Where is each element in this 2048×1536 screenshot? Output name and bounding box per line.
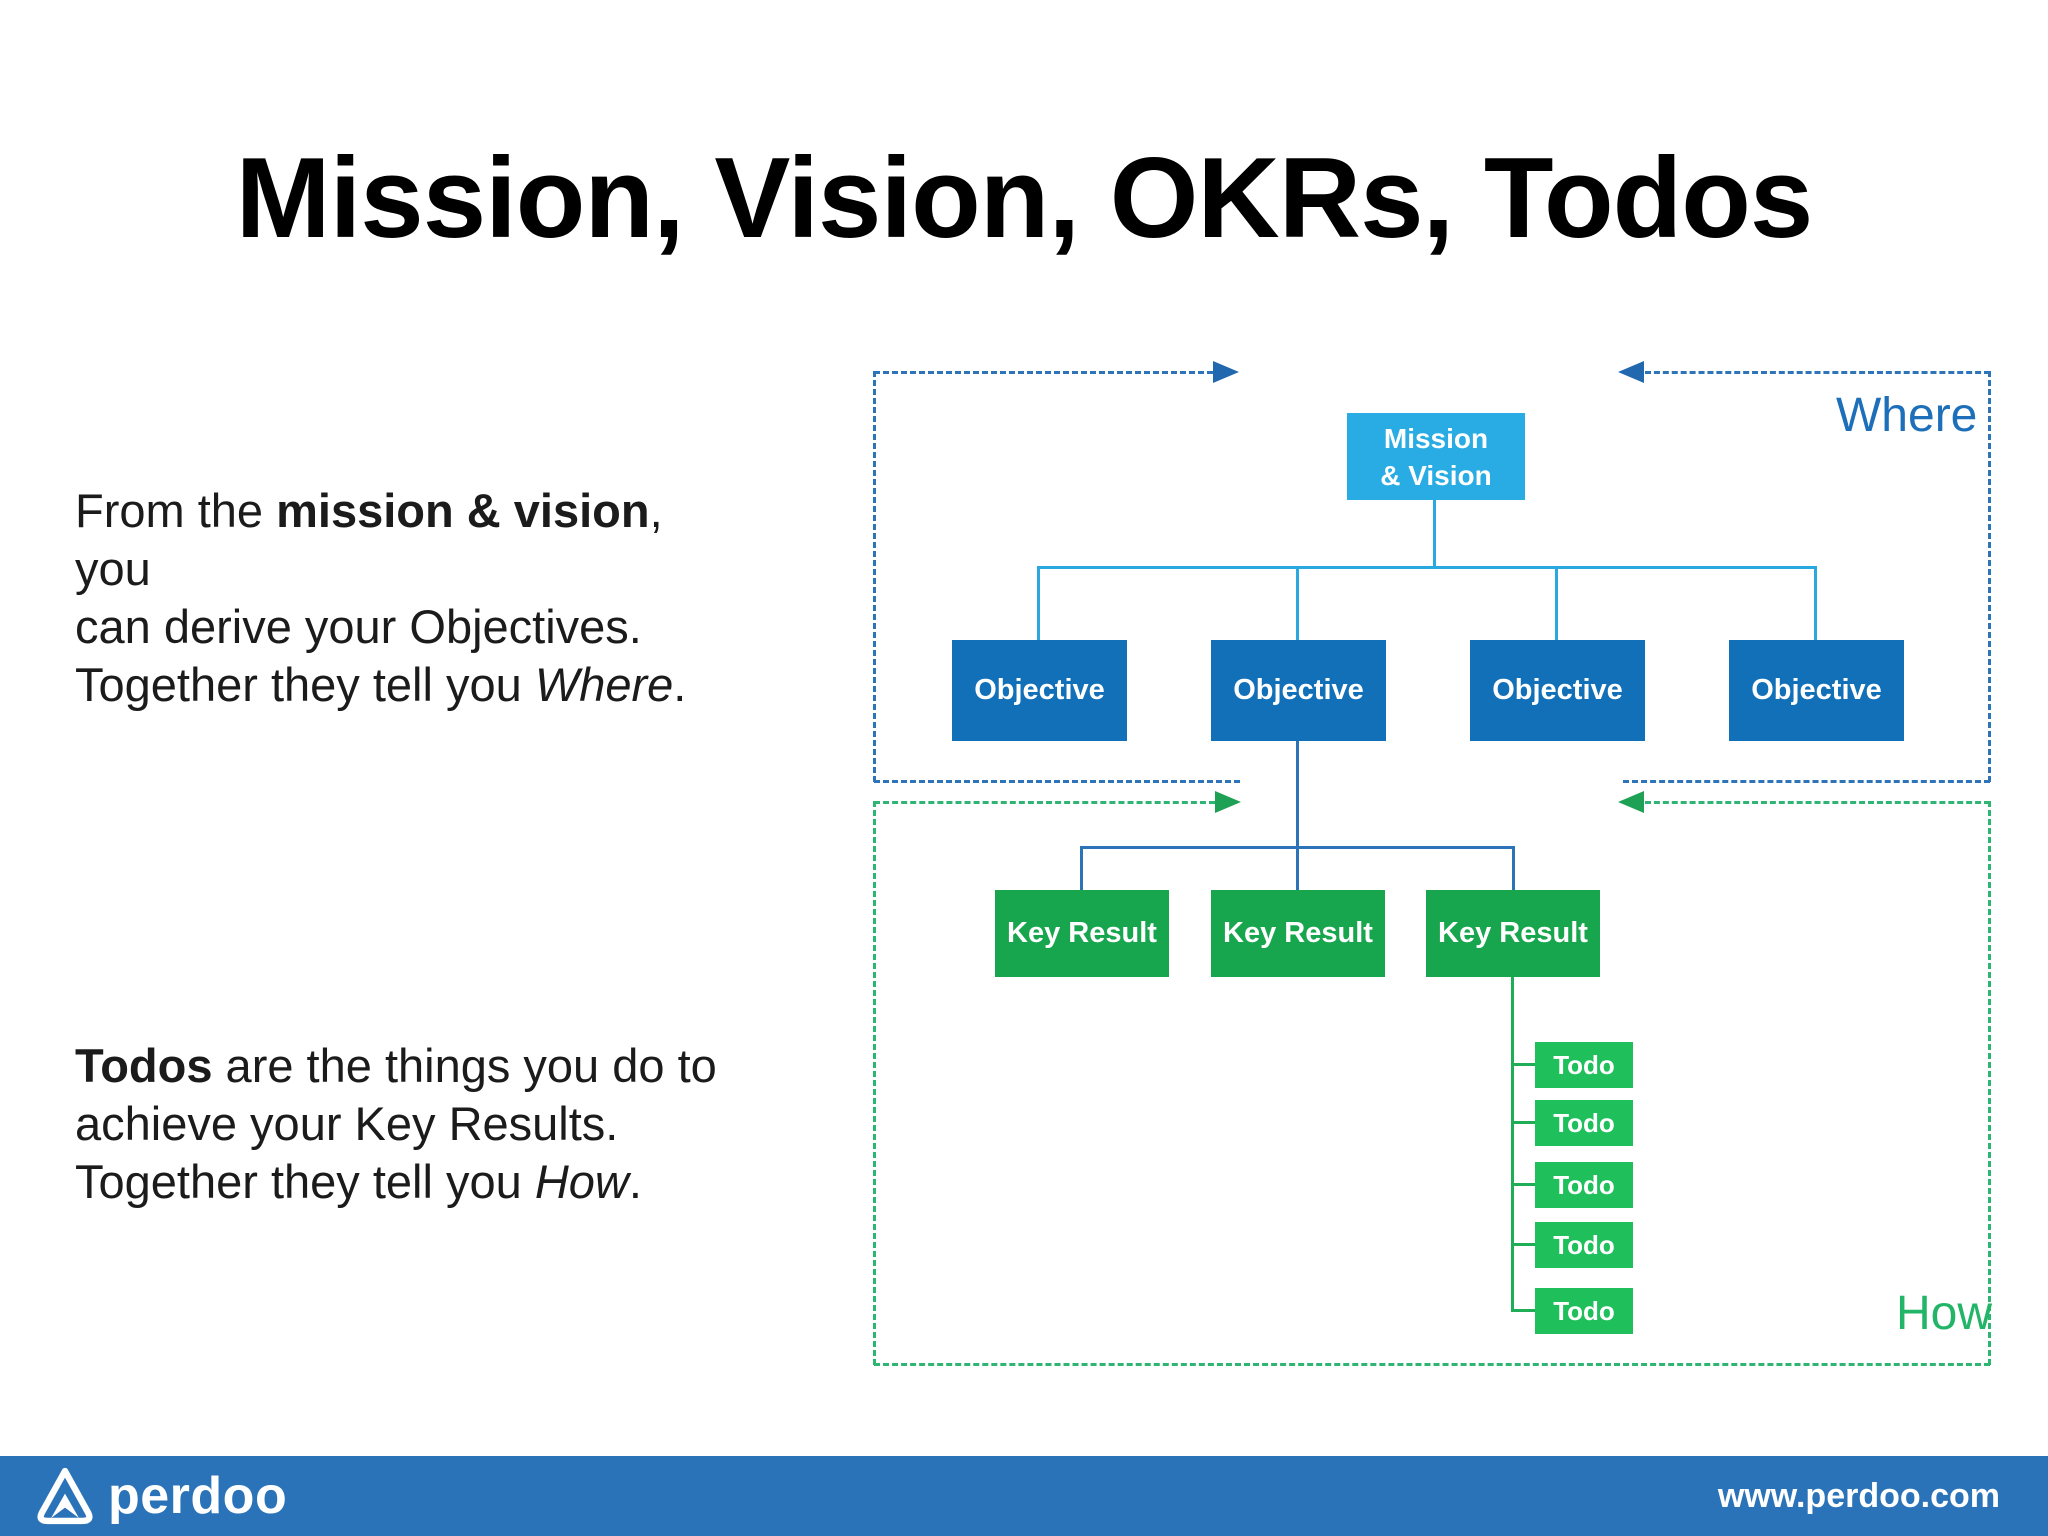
how-border-left [873, 801, 876, 1365]
connector-keyresult-drop [1512, 846, 1515, 890]
connector-keyresult-drop [1080, 846, 1083, 890]
key-result-box: Key Result [995, 890, 1169, 977]
objective-box: Objective [1729, 640, 1904, 741]
todo-box: Todo [1535, 1222, 1633, 1268]
connector-todo-stub [1511, 1183, 1535, 1186]
connector-todo-stub [1511, 1243, 1535, 1246]
connector-todo-stub [1511, 1309, 1535, 1312]
todo-label: Todo [1553, 1295, 1615, 1326]
where-border-right [1988, 371, 1991, 782]
connector-objectives-bus [1037, 566, 1817, 569]
mission-line-2: & Vision [1380, 459, 1492, 491]
todo-label: Todo [1553, 1049, 1615, 1080]
how-border-bottom [874, 1363, 1990, 1366]
footer-bar: perdoo www.perdoo.com [0, 1456, 2048, 1536]
arrow-right-icon [1215, 791, 1241, 813]
where-label: Where [1836, 389, 1978, 442]
where-border-top-left [874, 371, 1213, 374]
page-title: Mission, Vision, OKRs, Todos [235, 135, 1814, 262]
connector-objective-drop [1814, 566, 1817, 642]
arrow-right-icon [1213, 361, 1239, 383]
where-border-top-right [1645, 371, 1990, 374]
perdoo-wordmark: perdoo [108, 1467, 288, 1525]
mission-line-1: Mission [1383, 422, 1489, 454]
todo-label: Todo [1553, 1229, 1615, 1260]
connector-objective-drop [1555, 566, 1558, 642]
todo-label: Todo [1553, 1169, 1615, 1200]
objective-label: Objective [1492, 674, 1623, 706]
connector-keyresult-drop [1296, 846, 1299, 890]
todo-box: Todo [1535, 1288, 1633, 1334]
todo-box: Todo [1535, 1162, 1633, 1208]
connector-objective-drop [1296, 566, 1299, 642]
how-border-top-left [874, 801, 1215, 804]
connector-objective2-drop [1296, 741, 1299, 848]
arrow-left-icon [1618, 791, 1644, 813]
objective-label: Objective [1751, 674, 1882, 706]
connector-keyresult3-spine [1511, 977, 1514, 1312]
how-border-right [1988, 801, 1991, 1365]
mission-vision-box: Mission & Vision [1347, 413, 1525, 500]
key-result-label: Key Result [1223, 917, 1373, 949]
where-border-left [873, 371, 876, 782]
connector-objective-drop [1037, 566, 1040, 642]
key-result-box: Key Result [1426, 890, 1600, 977]
connector-todo-stub [1511, 1121, 1535, 1124]
objective-box: Objective [1470, 640, 1645, 741]
where-border-bottom-left [874, 780, 1240, 783]
connector-todo-stub [1511, 1063, 1535, 1066]
perdoo-logo-icon [36, 1467, 94, 1530]
todo-label: Todo [1553, 1107, 1615, 1138]
todo-box: Todo [1535, 1042, 1633, 1088]
objective-box: Objective [952, 640, 1127, 741]
arrow-left-icon [1618, 361, 1644, 383]
key-result-label: Key Result [1438, 917, 1588, 949]
key-result-label: Key Result [1007, 917, 1157, 949]
objective-label: Objective [1233, 674, 1364, 706]
how-label: How [1896, 1287, 1993, 1340]
objective-box: Objective [1211, 640, 1386, 741]
connector-mission-drop [1433, 499, 1436, 568]
objective-label: Objective [974, 674, 1105, 706]
key-result-box: Key Result [1211, 890, 1385, 977]
footer-url: www.perdoo.com [1717, 1476, 2000, 1515]
how-border-top-right [1645, 801, 1990, 804]
where-border-bottom-right [1623, 780, 1990, 783]
todo-box: Todo [1535, 1100, 1633, 1146]
